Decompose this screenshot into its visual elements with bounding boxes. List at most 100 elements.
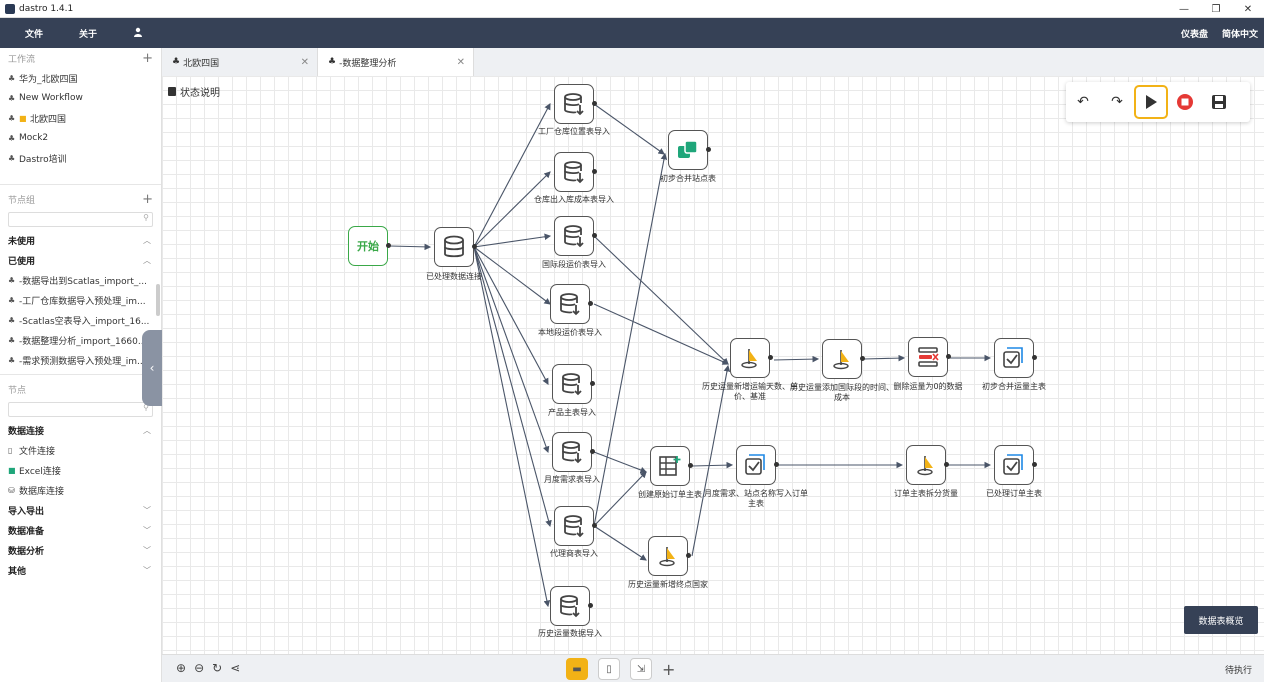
category-label: 数据准备 <box>8 526 45 537</box>
category-import-export[interactable]: 导入导出﹀ <box>0 500 161 520</box>
output-port[interactable] <box>592 101 597 106</box>
workflow-item[interactable]: ♣■北欧四国 <box>0 108 161 128</box>
workflow-item[interactable]: ♣Mock2 <box>0 128 161 148</box>
dashboard-link[interactable]: 仪表盘 <box>1180 29 1208 40</box>
nodegroup-item-label: -数据导出到Scatlas_import_... <box>19 276 147 287</box>
node-product-import[interactable] <box>552 364 595 404</box>
category-data-prep[interactable]: 数据准备﹀ <box>0 520 161 540</box>
page-export-icon[interactable]: ⇲ <box>630 658 652 680</box>
run-button[interactable] <box>1134 85 1168 119</box>
sidebar-collapse-handle[interactable]: ‹ <box>142 330 162 406</box>
output-port[interactable] <box>592 169 597 174</box>
node-monthly-import[interactable] <box>552 432 595 472</box>
menu-about[interactable]: 关于 <box>79 29 98 40</box>
page-doc-icon[interactable]: ▯ <box>598 658 620 680</box>
data-overview-button[interactable]: 数据表概览 <box>1184 606 1258 634</box>
output-port[interactable] <box>588 603 593 608</box>
output-port[interactable] <box>944 462 949 467</box>
close-tab-icon[interactable]: ✕ <box>300 56 309 68</box>
workflow-section-header: 工作流 + <box>0 48 161 68</box>
data-conn-group[interactable]: 数据连接︿ <box>0 420 161 440</box>
edge <box>863 354 906 362</box>
output-port[interactable] <box>592 523 597 528</box>
output-port[interactable] <box>688 463 693 468</box>
nodegroup-item[interactable]: ♣-需求预测数据导入预处理_im... <box>0 350 161 370</box>
nodegroup-item[interactable]: ♣-工厂仓库数据导入预处理_im... <box>0 290 161 310</box>
page-note-icon[interactable]: ▬ <box>566 658 588 680</box>
refresh-icon[interactable]: ↻ <box>212 661 223 675</box>
file-connection-item[interactable]: ▯文件连接 <box>0 440 161 460</box>
node-intl-import[interactable] <box>554 216 597 256</box>
add-nodegroup-button[interactable]: + <box>142 191 153 207</box>
start-node[interactable]: 开始 <box>348 226 391 266</box>
output-port[interactable] <box>592 233 597 238</box>
start-node-label: 开始 <box>357 240 379 253</box>
language-select[interactable]: 简体中文 <box>1221 29 1258 40</box>
workflow-canvas[interactable]: 状态说明 <box>162 76 1264 654</box>
share-icon[interactable]: ⋖ <box>230 661 241 675</box>
output-port[interactable] <box>768 355 773 360</box>
excel-connection-item[interactable]: ■Excel连接 <box>0 460 161 480</box>
nodegroup-item[interactable]: ♣-数据导出到Scatlas_import_... <box>0 270 161 290</box>
add-workflow-button[interactable]: + <box>142 50 153 66</box>
node-merge-site[interactable] <box>668 130 711 170</box>
node-processed-order[interactable] <box>994 445 1037 485</box>
node-merge-main[interactable] <box>994 338 1037 378</box>
node-create-order[interactable] <box>650 446 693 486</box>
user-icon[interactable] <box>115 27 161 40</box>
redo-icon[interactable]: ↷ <box>1111 94 1123 110</box>
undo-icon[interactable]: ↶ <box>1077 94 1089 110</box>
nodegroup-search-input[interactable]: ⚲ <box>8 212 153 227</box>
tab-data-analysis[interactable]: ♣ -数据整理分析 ✕ <box>318 48 474 76</box>
unused-group[interactable]: 未使用︿ <box>0 230 161 250</box>
output-port[interactable] <box>386 243 391 248</box>
close-button[interactable]: ✕ <box>1243 3 1253 15</box>
output-port[interactable] <box>774 462 779 467</box>
restore-button[interactable]: ❐ <box>1211 3 1221 15</box>
category-data-analysis[interactable]: 数据分析﹀ <box>0 540 161 560</box>
minimize-button[interactable]: — <box>1179 3 1189 15</box>
output-port[interactable] <box>472 244 477 249</box>
add-page-icon[interactable]: + <box>662 659 676 679</box>
node-hist-add[interactable] <box>730 338 773 378</box>
output-port[interactable] <box>1032 355 1037 360</box>
node-order-split[interactable] <box>906 445 949 485</box>
node-warehouse-import[interactable] <box>554 152 597 192</box>
node-monthly-write[interactable] <box>736 445 779 485</box>
used-group[interactable]: 已使用︿ <box>0 250 161 270</box>
workflow-icon: ♣ <box>8 73 16 83</box>
workflow-item[interactable]: ♣Dastro培训 <box>0 148 161 168</box>
output-port[interactable] <box>1032 462 1037 467</box>
category-other[interactable]: 其他﹀ <box>0 560 161 580</box>
workflow-item[interactable]: ♣华为_北欧四国 <box>0 68 161 88</box>
node-preprocess[interactable] <box>434 227 477 267</box>
node-local-import[interactable] <box>550 284 593 324</box>
node-search-input[interactable]: ⚲ <box>8 402 153 417</box>
zoom-in-icon[interactable]: ⊕ <box>176 661 187 675</box>
output-port[interactable] <box>590 381 595 386</box>
node-hist-country[interactable] <box>648 536 691 576</box>
output-port[interactable] <box>860 356 865 361</box>
save-button[interactable] <box>1202 85 1236 119</box>
nodegroup-item[interactable]: ♣-数据整理分析_import_1660... <box>0 330 161 350</box>
output-port[interactable] <box>946 354 951 359</box>
status-legend[interactable]: 状态说明 <box>168 84 220 99</box>
close-tab-icon[interactable]: ✕ <box>456 56 465 68</box>
stop-button[interactable] <box>1168 85 1202 119</box>
node-history-import[interactable] <box>550 586 593 626</box>
nodegroup-item[interactable]: ♣-Scatlas空表导入_import_16... <box>0 310 161 330</box>
output-port[interactable] <box>686 553 691 558</box>
output-port[interactable] <box>590 449 595 454</box>
node-agent-import[interactable] <box>554 506 597 546</box>
sidebar-scrollbar[interactable] <box>156 284 160 316</box>
menu-file[interactable]: 文件 <box>25 29 44 40</box>
database-connection-item[interactable]: ⛁数据库连接 <box>0 480 161 500</box>
output-port[interactable] <box>706 147 711 152</box>
node-del-zero[interactable] <box>908 337 951 377</box>
node-hist-time[interactable] <box>822 339 865 379</box>
zoom-out-icon[interactable]: ⊖ <box>194 661 205 675</box>
output-port[interactable] <box>588 301 593 306</box>
tab-nordic[interactable]: ♣ 北欧四国 ✕ <box>162 48 318 76</box>
workflow-item[interactable]: ♣New Workflow <box>0 88 161 108</box>
node-factory-import[interactable] <box>554 84 597 124</box>
